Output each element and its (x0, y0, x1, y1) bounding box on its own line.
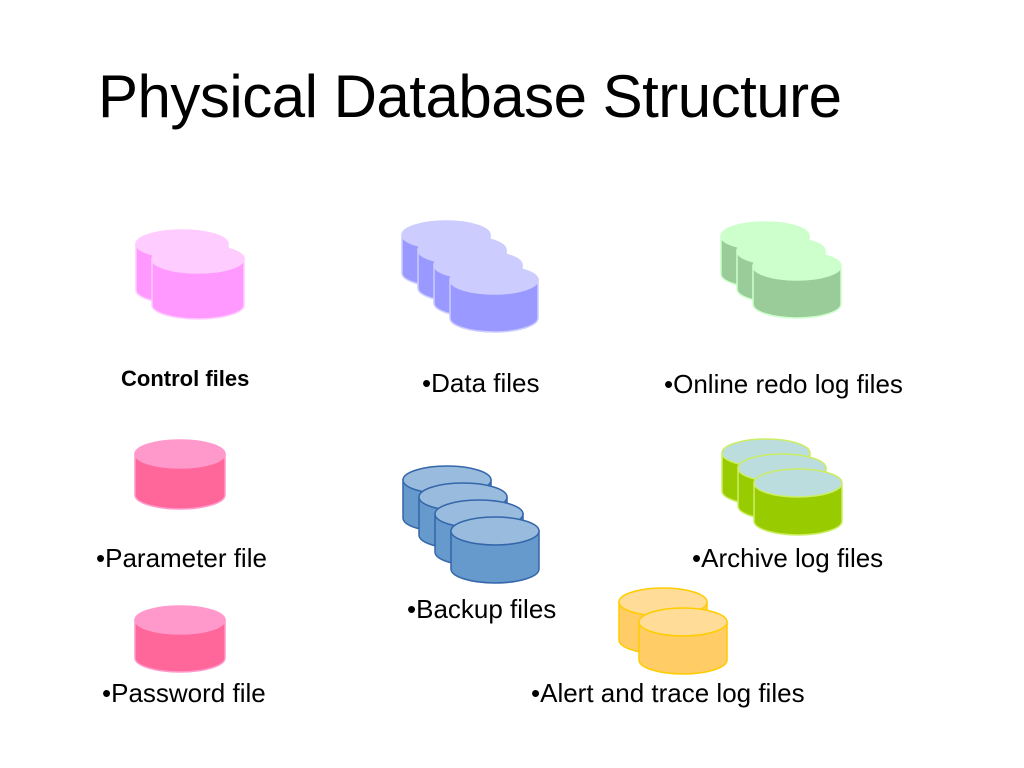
archive-log-files-label: •Archive log files (692, 543, 884, 573)
data-cylinder-4 (449, 265, 539, 333)
online-redo-log-files-label: •Online redo log files (664, 369, 903, 399)
slide-title: Physical Database Structure (98, 63, 842, 130)
backup-files-database-icon (402, 465, 540, 584)
data-files-database-icon (401, 220, 539, 333)
control-files-database-icon (135, 229, 245, 320)
backup-cylinder-4 (450, 516, 540, 584)
password-file-database-icon (134, 605, 226, 673)
online-redo-log-files-database-icon (720, 221, 842, 319)
archive-log-files-database-icon (721, 438, 843, 536)
redo-cylinder-3 (752, 251, 842, 319)
alert-cylinder-2 (638, 607, 728, 675)
alert-and-trace-log-files-label: •Alert and trace log files (531, 678, 805, 708)
alert-and-trace-log-files-database-icon (618, 587, 728, 675)
control-files-label: Control files (121, 366, 250, 391)
control-cylinder-2 (151, 244, 245, 320)
parameter-file-database-icon (134, 439, 226, 510)
password-file-label: •Password file (102, 678, 266, 708)
parameter-cylinder-1 (134, 439, 226, 510)
data-files-label: •Data files (422, 368, 540, 398)
archive-cylinder-3 (753, 468, 843, 536)
parameter-file-label: •Parameter file (96, 543, 267, 573)
backup-files-label: •Backup files (407, 594, 557, 624)
password-cylinder-1 (134, 605, 226, 673)
